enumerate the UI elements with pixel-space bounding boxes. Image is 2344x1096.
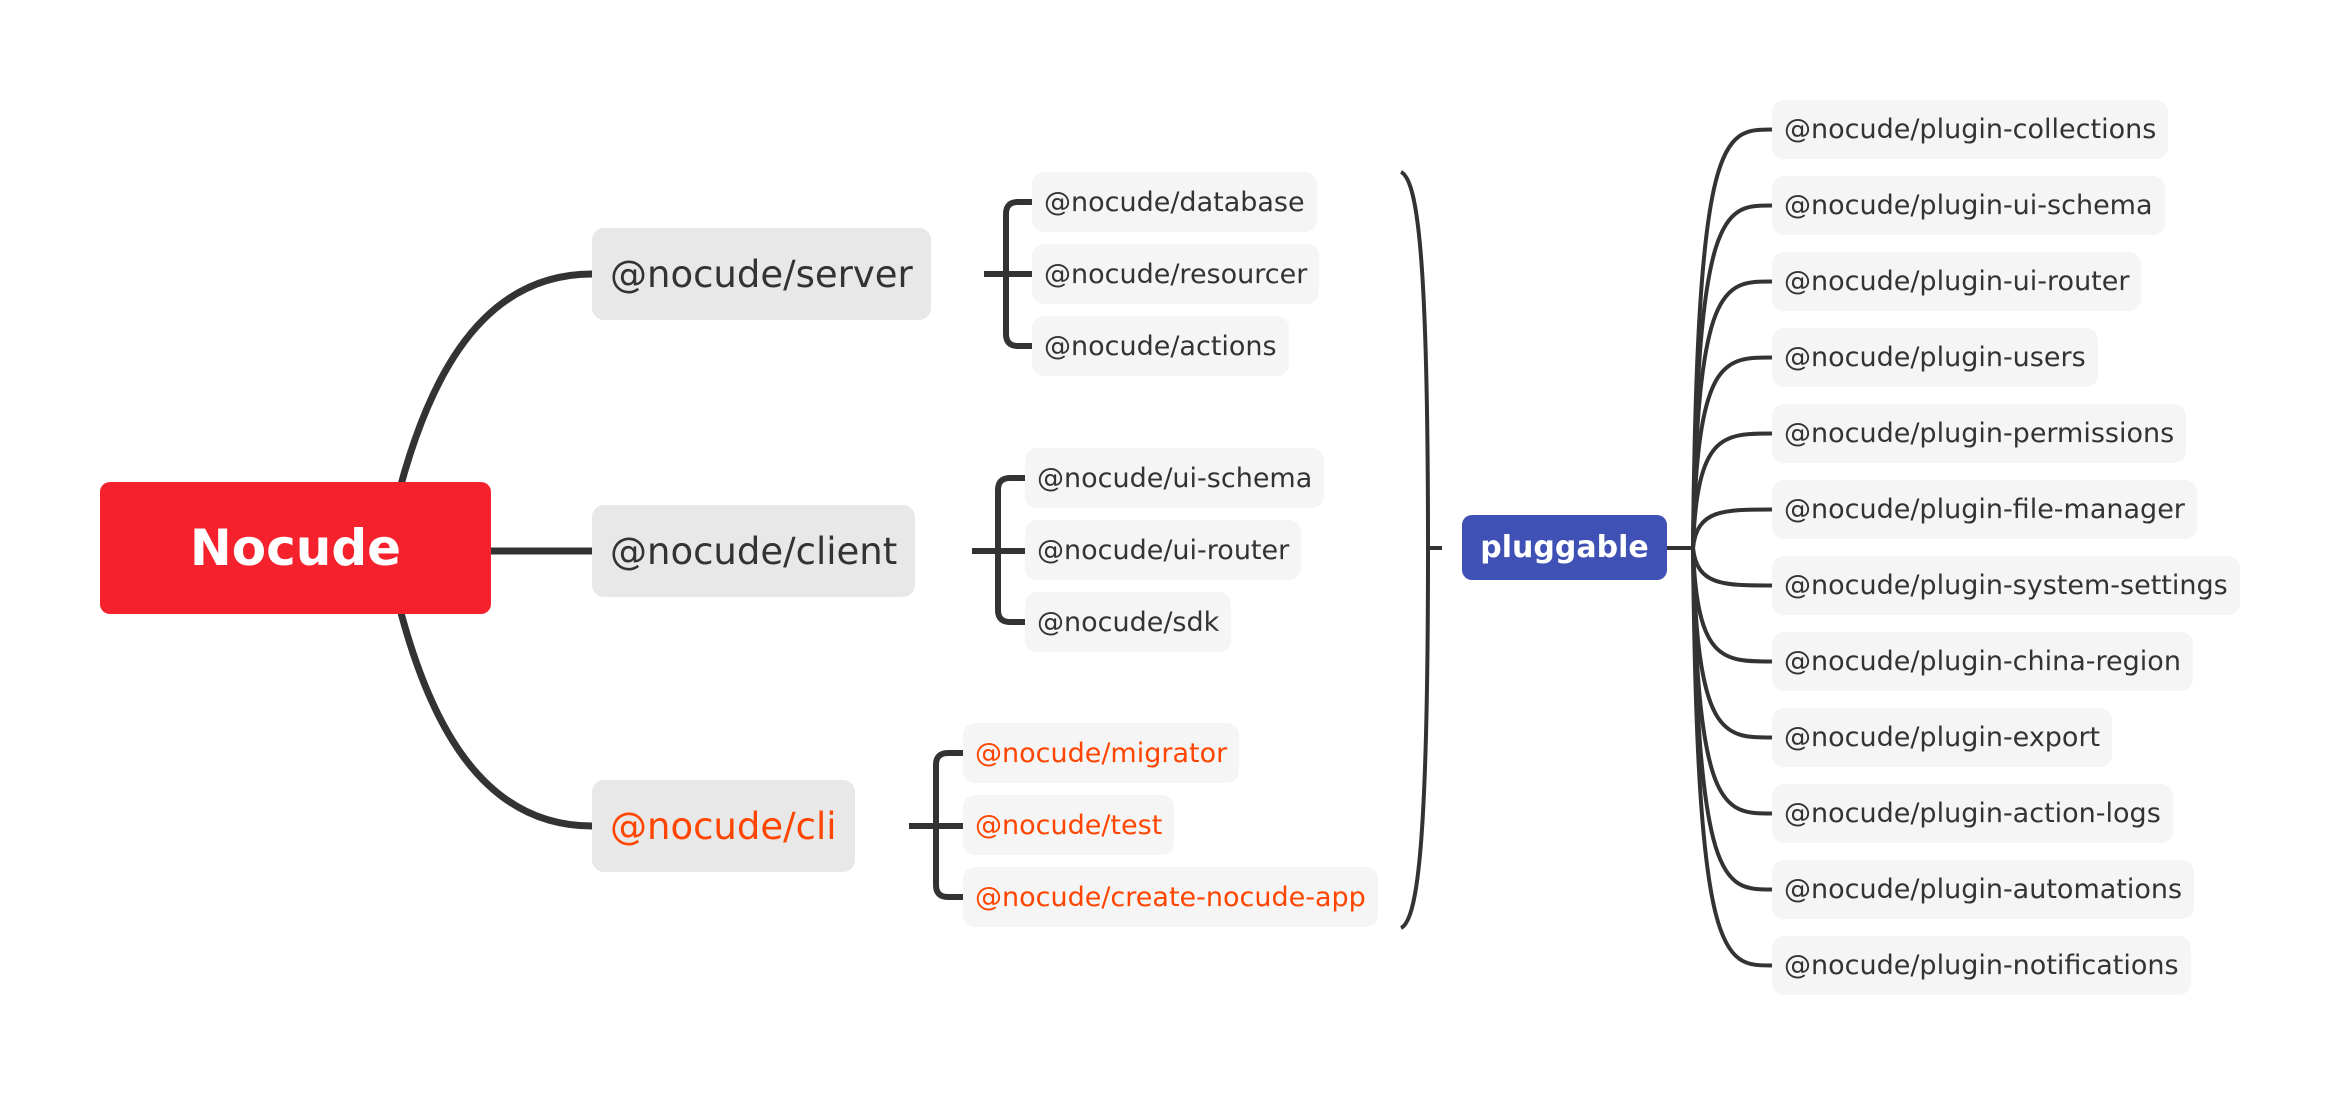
child-node-database[interactable]: @nocude/database xyxy=(1032,172,1317,232)
plugin-link xyxy=(1691,127,1773,549)
child-node-ui-schema[interactable]: @nocude/ui-schema xyxy=(1025,448,1325,508)
plugin-link xyxy=(1691,431,1773,549)
plugin-node[interactable]: @nocude/plugin-ui-schema xyxy=(1772,176,2165,235)
plugin-node[interactable]: @nocude/plugin-export xyxy=(1772,708,2113,767)
child-node-sdk[interactable]: @nocude/sdk xyxy=(1025,592,1232,652)
plugin-link xyxy=(1691,547,1773,588)
plugin-label: @nocude/plugin-export xyxy=(1784,722,2101,753)
plugin-label: @nocude/plugin-automations xyxy=(1784,874,2183,905)
child-label: @nocude/test xyxy=(975,809,1163,841)
plugin-node[interactable]: @nocude/plugin-users xyxy=(1772,328,2098,387)
plugin-link xyxy=(1691,547,1773,664)
plugin-node[interactable]: @nocude/plugin-system-settings xyxy=(1772,556,2240,615)
plugin-label: @nocude/plugin-action-logs xyxy=(1784,798,2161,829)
plugin-node[interactable]: @nocude/plugin-action-logs xyxy=(1772,784,2173,843)
branch-client[interactable]: @nocude/client xyxy=(592,505,916,597)
plugin-link xyxy=(1691,355,1773,549)
branch-label: @nocude/server xyxy=(610,252,913,296)
plugin-label: @nocude/plugin-ui-schema xyxy=(1784,190,2153,221)
link-cli-children xyxy=(909,750,963,900)
root-node[interactable]: Nocude xyxy=(100,482,491,614)
child-label: @nocude/sdk xyxy=(1037,606,1220,638)
link-server-children xyxy=(984,199,1032,349)
plugin-node[interactable]: @nocude/plugin-notifications xyxy=(1772,936,2191,995)
child-label: @nocude/ui-schema xyxy=(1037,462,1313,494)
plugin-label: @nocude/plugin-ui-router xyxy=(1784,266,2130,297)
branch-label: @nocude/client xyxy=(610,529,898,573)
summary-brace xyxy=(1399,170,1442,930)
plugin-node[interactable]: @nocude/plugin-china-region xyxy=(1772,632,2193,691)
plugin-link xyxy=(1691,507,1773,549)
child-node-resourcer[interactable]: @nocude/resourcer xyxy=(1032,244,1320,304)
child-label: @nocude/create-nocude-app xyxy=(975,881,1366,913)
child-node-create-nocude-app[interactable]: @nocude/create-nocude-app xyxy=(963,867,1378,927)
summary-label: pluggable xyxy=(1480,530,1649,565)
plugin-link xyxy=(1691,279,1773,549)
plugin-label: @nocude/plugin-file-manager xyxy=(1784,494,2185,525)
child-label: @nocude/actions xyxy=(1044,330,1277,362)
child-node-ui-router[interactable]: @nocude/ui-router xyxy=(1025,520,1302,580)
root-label: Nocude xyxy=(189,519,402,577)
plugin-link xyxy=(1691,547,1773,968)
child-label: @nocude/ui-router xyxy=(1037,534,1290,566)
plugin-label: @nocude/plugin-system-settings xyxy=(1784,570,2228,601)
plugin-label: @nocude/plugin-notifications xyxy=(1784,950,2179,981)
plugin-node[interactable]: @nocude/plugin-automations xyxy=(1772,860,2195,919)
branch-label: @nocude/cli xyxy=(610,804,837,848)
summary-node-pluggable[interactable]: pluggable xyxy=(1462,515,1667,580)
plugin-node[interactable]: @nocude/plugin-collections xyxy=(1772,100,2169,159)
plugin-node[interactable]: @nocude/plugin-file-manager xyxy=(1772,480,2197,539)
plugin-label: @nocude/plugin-collections xyxy=(1784,114,2157,145)
child-node-actions[interactable]: @nocude/actions xyxy=(1032,316,1289,376)
branch-cli[interactable]: @nocude/cli xyxy=(592,780,855,872)
plugin-label: @nocude/plugin-permissions xyxy=(1784,418,2175,449)
link-client-children xyxy=(972,475,1025,625)
branch-server[interactable]: @nocude/server xyxy=(592,228,931,320)
child-label: @nocude/database xyxy=(1044,186,1305,218)
child-label: @nocude/resourcer xyxy=(1044,258,1308,290)
plugin-fan-links xyxy=(1691,127,1773,968)
child-label: @nocude/migrator xyxy=(975,737,1228,769)
plugin-label: @nocude/plugin-china-region xyxy=(1784,646,2181,677)
child-node-test[interactable]: @nocude/test xyxy=(963,795,1175,855)
plugin-node[interactable]: @nocude/plugin-permissions xyxy=(1772,404,2187,463)
plugin-label: @nocude/plugin-users xyxy=(1784,342,2086,373)
plugin-node[interactable]: @nocude/plugin-ui-router xyxy=(1772,252,2142,311)
child-node-migrator[interactable]: @nocude/migrator xyxy=(963,723,1240,783)
